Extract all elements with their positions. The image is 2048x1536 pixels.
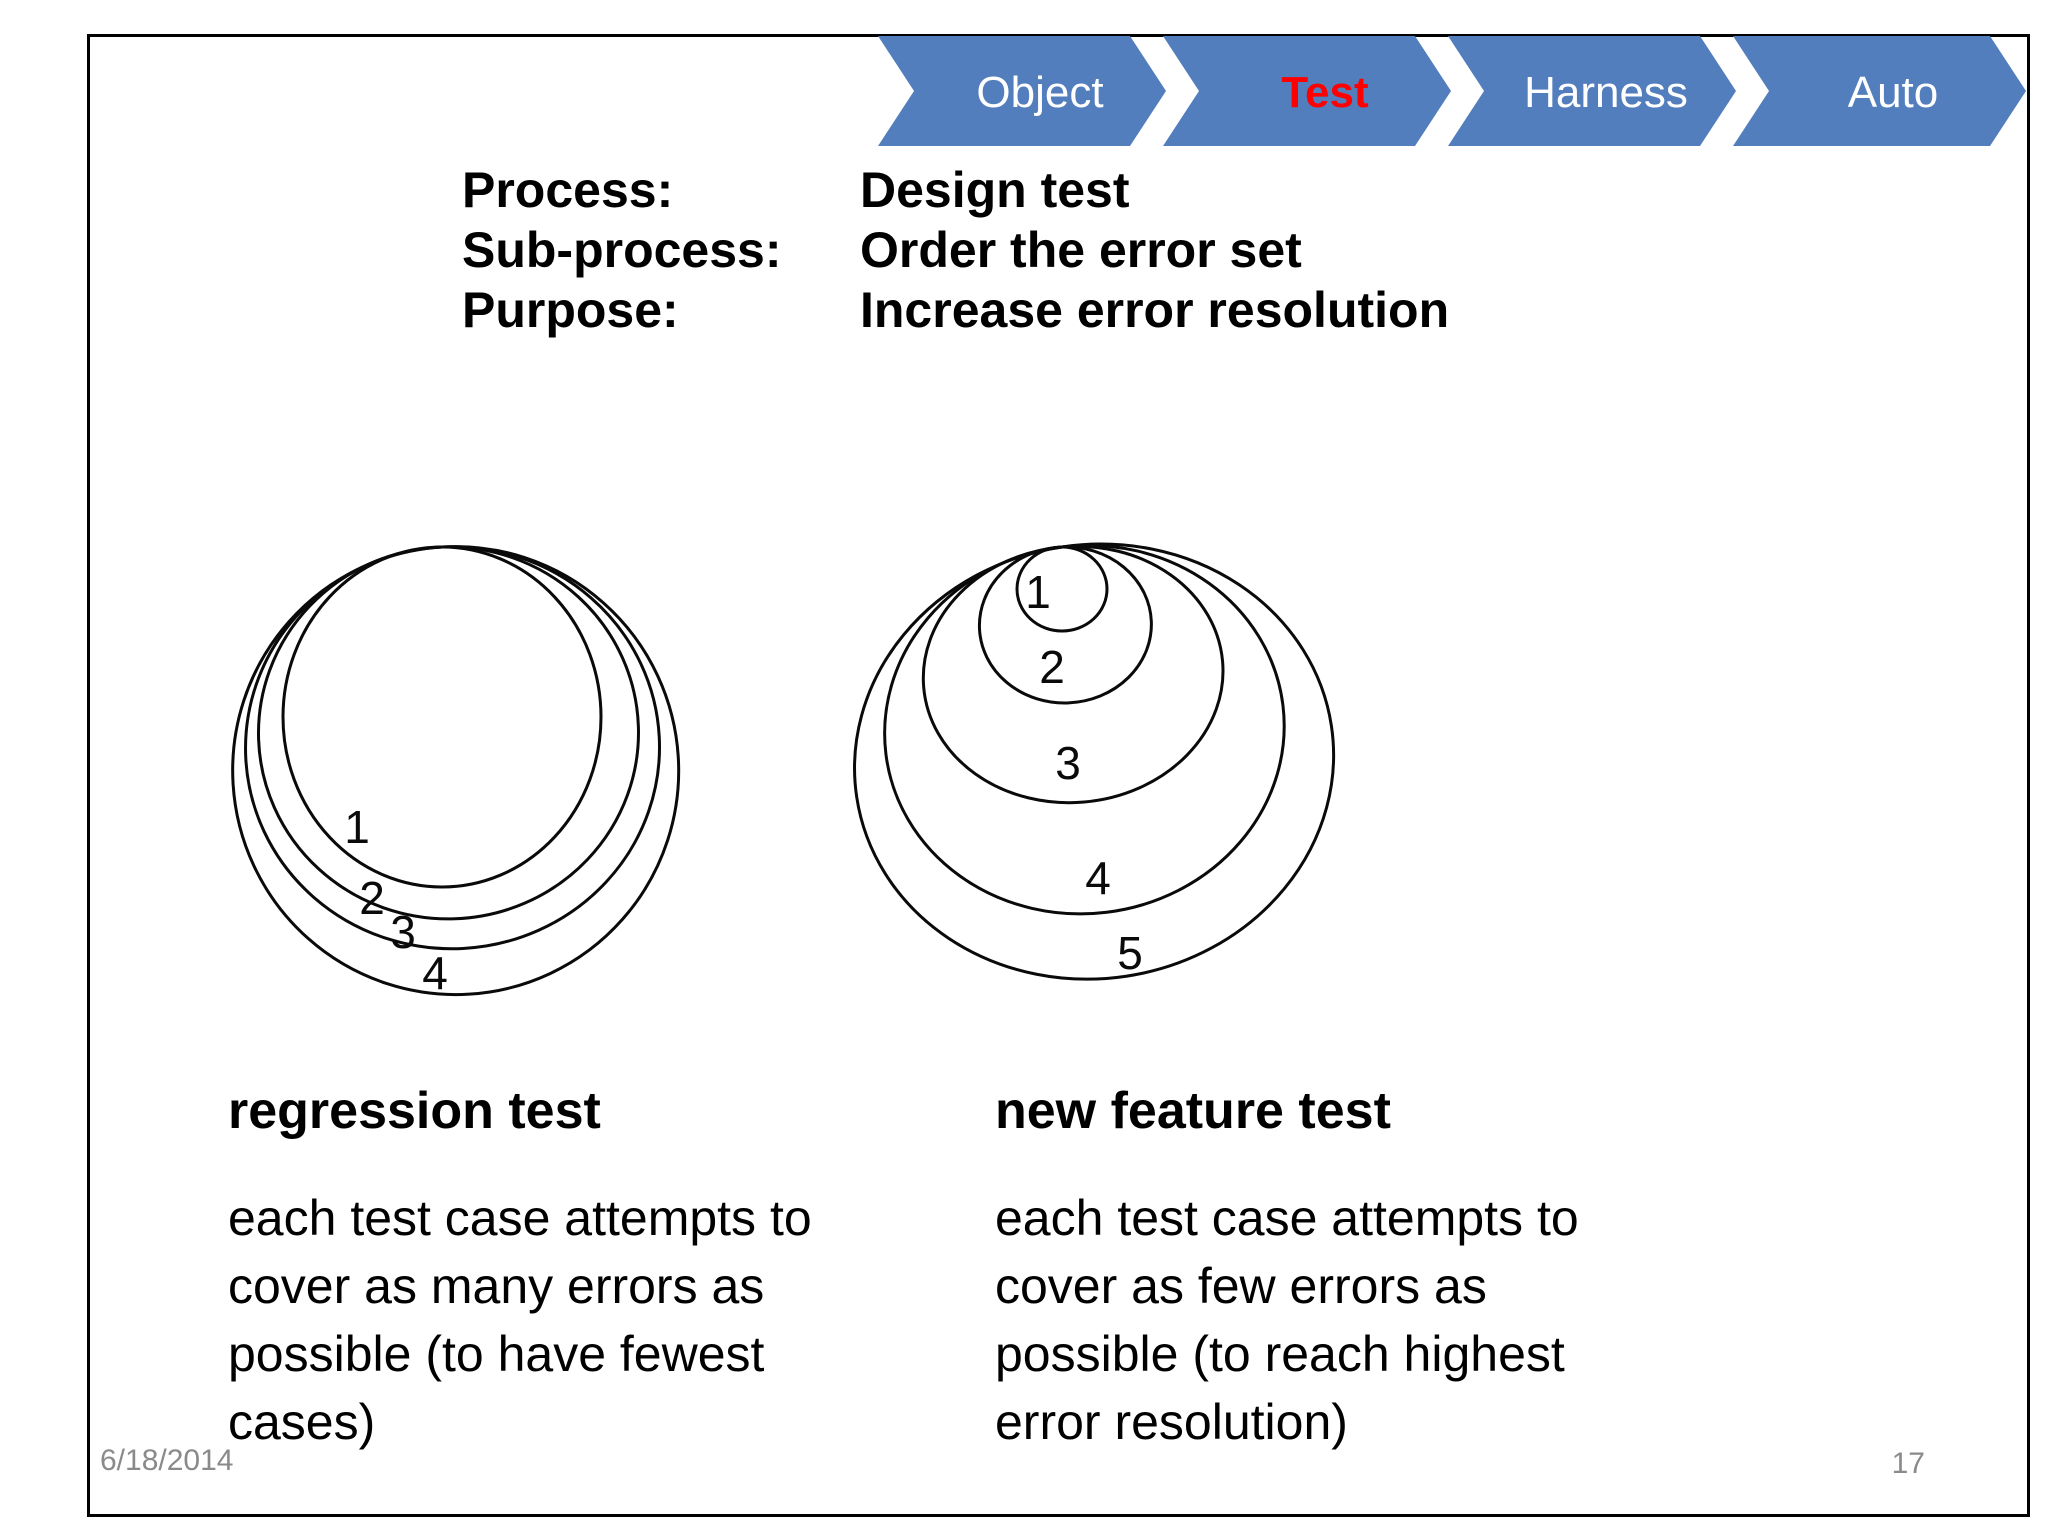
feature-ring-label-4: 4: [1085, 852, 1111, 904]
chevron-step-auto: [1733, 36, 2026, 146]
feature-ring-label-2: 2: [1039, 641, 1065, 693]
new-feature-test-title: new feature test: [995, 1082, 1391, 1140]
feature-ring-2: [977, 545, 1153, 705]
regression-ring-label-1: 1: [344, 801, 370, 853]
new-feature-test-column: new feature test each test case attempts…: [995, 1080, 1705, 1456]
description-line: each test case attempts to: [228, 1190, 812, 1246]
regression-test-diagram: 1 2 3 4: [231, 545, 681, 999]
regression-test-column: regression test each test case attempts …: [228, 1080, 938, 1456]
process-info-block: Process: Design test Sub-process: Order …: [462, 160, 1449, 340]
description-line: cases): [228, 1394, 376, 1450]
process-row-label: Process:: [462, 162, 674, 218]
chevron-label-test: Test: [1281, 68, 1369, 117]
process-row: Sub-process: Order the error set: [462, 220, 1449, 280]
feature-ring-label-3: 3: [1055, 737, 1081, 789]
process-row-value: Order the error set: [860, 222, 1302, 278]
regression-ring-label-3: 3: [390, 906, 416, 958]
process-row-value: Design test: [860, 162, 1130, 218]
slide-border: [87, 34, 2030, 1517]
description-line: error resolution): [995, 1394, 1348, 1450]
chevron-label-object: Object: [976, 68, 1103, 117]
regression-ring-3: [244, 545, 662, 951]
chevron-step-object: [878, 36, 1166, 146]
chevron-label-auto: Auto: [1848, 68, 1939, 117]
process-row-value: Increase error resolution: [860, 282, 1450, 338]
regression-ring-4: [231, 545, 681, 997]
new-feature-test-description: each test case attempts to cover as few …: [995, 1184, 1705, 1456]
feature-ring-label-1: 1: [1025, 566, 1051, 618]
chevron-strip: Object Test Harness Auto: [878, 36, 2026, 146]
slide-page-number: 17: [1891, 1447, 1925, 1480]
description-line: possible (to have fewest: [228, 1326, 765, 1382]
description-line: cover as few errors as: [995, 1258, 1487, 1314]
chevron-step-harness: [1448, 36, 1736, 146]
regression-ring-1: [281, 545, 603, 889]
process-row-label: Sub-process:: [462, 222, 782, 278]
regression-ring-label-4: 4: [422, 947, 448, 999]
slide-date: 6/18/2014: [100, 1444, 234, 1477]
process-row-label: Purpose:: [462, 282, 679, 338]
description-line: each test case attempts to: [995, 1190, 1579, 1246]
process-row: Process: Design test: [462, 160, 1449, 220]
regression-test-title: regression test: [228, 1082, 601, 1140]
regression-test-description: each test case attempts to cover as many…: [228, 1184, 938, 1456]
description-line: possible (to reach highest: [995, 1326, 1565, 1382]
description-line: cover as many errors as: [228, 1258, 765, 1314]
feature-ring-5: [853, 542, 1336, 981]
process-row: Purpose: Increase error resolution: [462, 280, 1449, 340]
new-feature-test-diagram: 1 2 3 4 5: [853, 542, 1336, 981]
regression-ring-label-2: 2: [359, 872, 385, 924]
chevron-label-harness: Harness: [1524, 68, 1688, 117]
chevron-step-test: [1163, 36, 1451, 146]
feature-ring-label-5: 5: [1117, 927, 1143, 979]
